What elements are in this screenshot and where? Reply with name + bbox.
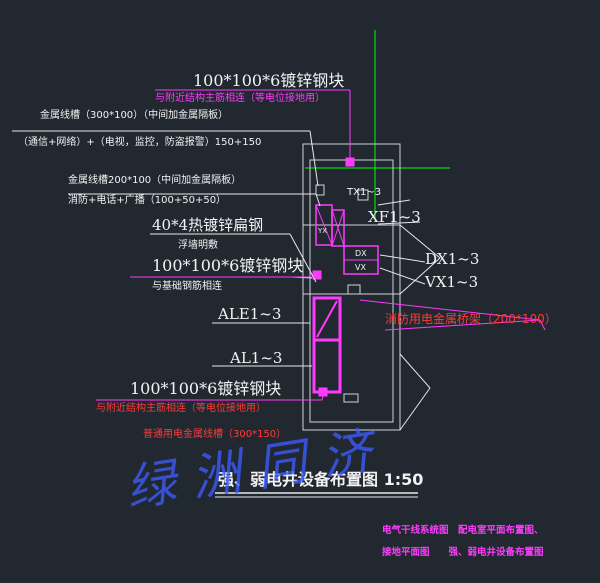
box-yx-label: YX — [318, 227, 328, 235]
footer-line-2: 接地平面图 强、弱电井设备布置图 — [382, 547, 544, 558]
angle-block-top — [345, 157, 355, 167]
drawing-title: 强、弱电井设备布置图 1:50 — [218, 470, 424, 489]
angle-block-bot — [318, 387, 328, 397]
crosshair — [305, 30, 450, 220]
cabinets — [312, 157, 379, 397]
angle-top-note: 与附近结构主筋相连（等电位接地用） — [155, 93, 325, 104]
dx-label: DX1~3 — [425, 250, 480, 268]
box-dx-label: DX — [355, 249, 367, 258]
footer-line-1: 电气干线系统图 配电室平面布置图、 — [382, 525, 544, 536]
flat-steel-label: 40*4热镀锌扁钢 — [152, 216, 264, 234]
vx-label: VX1~3 — [425, 273, 479, 291]
angle-mid-note: 与基础钢筋相连 — [152, 281, 222, 292]
tray3-label: 普通用电金属线槽（300*150） — [143, 429, 287, 440]
tx-label: TX1~3 — [347, 187, 382, 198]
angle-bot-label: 100*100*6镀锌钢块 — [130, 379, 282, 398]
tray1-use-label: （通信+网络）+（电视，监控，防盗报警）150+150 — [18, 137, 262, 148]
floor-seal-label: 浮墙明敷 — [178, 240, 218, 251]
fire-bridge-label: 消防用电金属桥架（200*100） — [385, 312, 557, 326]
ale-label: ALE1~3 — [218, 305, 282, 323]
angle-top-label: 100*100*6镀锌钢块 — [193, 71, 345, 90]
leaders-magenta — [96, 89, 546, 401]
title-frame — [215, 492, 418, 498]
xf-label: XF1~3 — [368, 208, 421, 226]
angle-bot-note: 与附近结构主筋相连（等电位接地用） — [96, 403, 266, 414]
angle-block-mid — [312, 270, 322, 280]
leaders-white — [12, 130, 441, 431]
tray2-size-label: 金属线槽200*100（中间加金属隔板） — [68, 175, 242, 186]
cabinet-al — [312, 338, 342, 394]
cabinet-vertical — [331, 209, 345, 247]
box-vx-label: VX — [355, 263, 366, 272]
tray2-use-label: 消防+电话+广播（100+50+50） — [68, 195, 227, 206]
angle-mid-label: 100*100*6镀锌钢块 — [152, 256, 304, 275]
tray1-size-label: 金属线槽（300*100）（中间加金属隔板） — [40, 110, 229, 121]
al-label: AL1~3 — [230, 349, 283, 367]
